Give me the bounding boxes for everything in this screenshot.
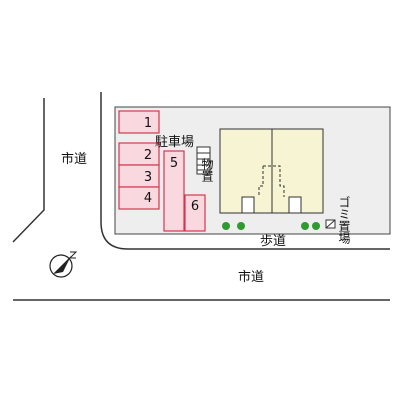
parking-space-6: [184, 194, 206, 232]
city-road-west-label: 市道: [61, 151, 87, 167]
tree-icon: [312, 222, 320, 230]
north-arrow-icon: [49, 251, 78, 278]
sidewalk-label: 歩道: [260, 234, 286, 249]
parking-space-5-label: 5: [170, 156, 178, 171]
building: [219, 128, 324, 214]
tree-icon: [222, 222, 230, 230]
road-edge-west-right: [100, 92, 390, 250]
parking-spaces: 1 2 3 4 5 6: [118, 110, 206, 232]
parking-space-1: [118, 110, 160, 134]
parking-space-6-label: 6: [191, 199, 199, 214]
parking-lot-label: 駐車場: [155, 135, 194, 150]
parking-space-5: [163, 150, 185, 232]
garbage-box-icon: [325, 219, 336, 229]
parking-space-2: [118, 142, 160, 166]
parking-space-2-label: 2: [144, 148, 152, 163]
city-road-south-label: 市道: [238, 269, 264, 285]
parking-space-3: [118, 164, 160, 188]
storage-block: [196, 146, 211, 175]
garbage-label: ゴミ置場: [337, 195, 351, 245]
tree-icon: [237, 222, 245, 230]
storage-label: 物置: [200, 158, 214, 182]
parking-space-1-label: 1: [144, 116, 152, 131]
parking-space-4-label: 4: [144, 191, 152, 206]
parking-space-4: [118, 186, 160, 210]
parking-space-3-label: 3: [144, 170, 152, 185]
trees: [222, 222, 320, 230]
road-edge-west-left: [12, 98, 45, 243]
tree-icon: [301, 222, 309, 230]
